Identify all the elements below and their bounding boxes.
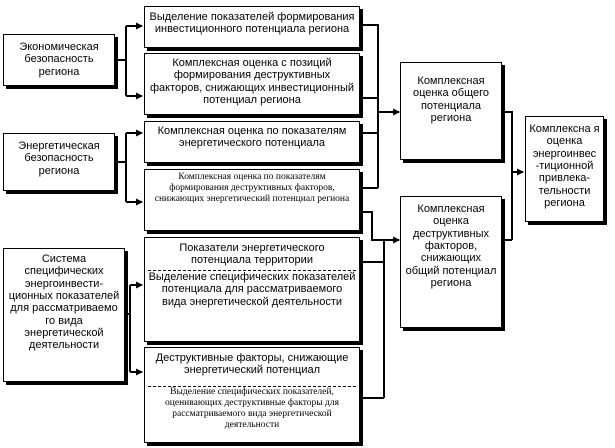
connector-bus-total	[360, 24, 399, 189]
connector-b4-lower	[360, 211, 384, 241]
investment-indicators-box: Выделение показателей формирования инвес…	[144, 6, 360, 48]
total-potential-assessment-label: Комплексная оценка общего потенциала рег…	[412, 75, 490, 124]
energy-destructive-assessment-box: Комплексная оценка по показателям формир…	[144, 169, 360, 231]
connector-bus-destructive	[360, 240, 399, 399]
economic-security-box: Экономическая безопасность региона	[3, 34, 115, 86]
energy-potential-assessment-label: Комплексная оценка по показателям энерге…	[157, 125, 347, 150]
attractiveness-assessment-label: Комплексна я оценка энергоинвес -тиционн…	[529, 123, 600, 209]
specific-indicators-system-box: Система специфических энергоинвести-цион…	[3, 248, 125, 382]
specific-indicators-system-label: Система специфических энергоинвести-цион…	[8, 253, 120, 352]
investment-destructive-assessment-box: Комплексная оценка с позиций формировани…	[144, 53, 360, 115]
energy-potential-assessment-box: Комплексная оценка по показателям энерге…	[144, 121, 360, 163]
investment-destructive-assessment-label: Комплексная оценка с позиций формировани…	[149, 57, 355, 106]
destructive-factors-label: Деструктивные факторы, снижающие энергет…	[155, 352, 349, 377]
total-potential-assessment-box: Комплексная оценка общего потенциала рег…	[400, 62, 502, 160]
attractiveness-assessment-box: Комплексна я оценка энергоинвес -тиционн…	[525, 116, 604, 222]
destructive-factors-separator	[148, 386, 356, 387]
energy-security-box: Энергетическая безопасность региона	[3, 133, 115, 191]
destructive-factors-assessment-label: Комплексная оценка деструктивных факторо…	[405, 203, 497, 289]
energy-potential-separator	[148, 270, 356, 271]
connector-energy	[115, 133, 142, 202]
destructive-factors-box: Деструктивные факторы, снижающие энергет…	[144, 347, 360, 443]
specific-potential-indicators-label: Выделение специфических показателей поте…	[148, 271, 356, 308]
energy-security-label: Энергетическая безопасность региона	[18, 140, 100, 177]
connector-system	[125, 285, 142, 372]
energy-potential-indicators-label: Показатели энергетического потенциала те…	[179, 242, 325, 267]
destructive-factors-assessment-box: Комплексная оценка деструктивных факторо…	[400, 196, 502, 328]
energy-destructive-assessment-label: Комплексная оценка по показателям формир…	[154, 172, 350, 204]
energy-potential-indicators-box: Показатели энергетического потенциала те…	[144, 237, 360, 342]
economic-security-label: Экономическая безопасность региона	[19, 41, 99, 78]
specific-destructive-indicators-label: Выделение специфических показателей, оце…	[165, 387, 339, 430]
investment-indicators-label: Выделение показателей формирования инвес…	[149, 11, 355, 36]
connector-economic	[115, 25, 142, 96]
